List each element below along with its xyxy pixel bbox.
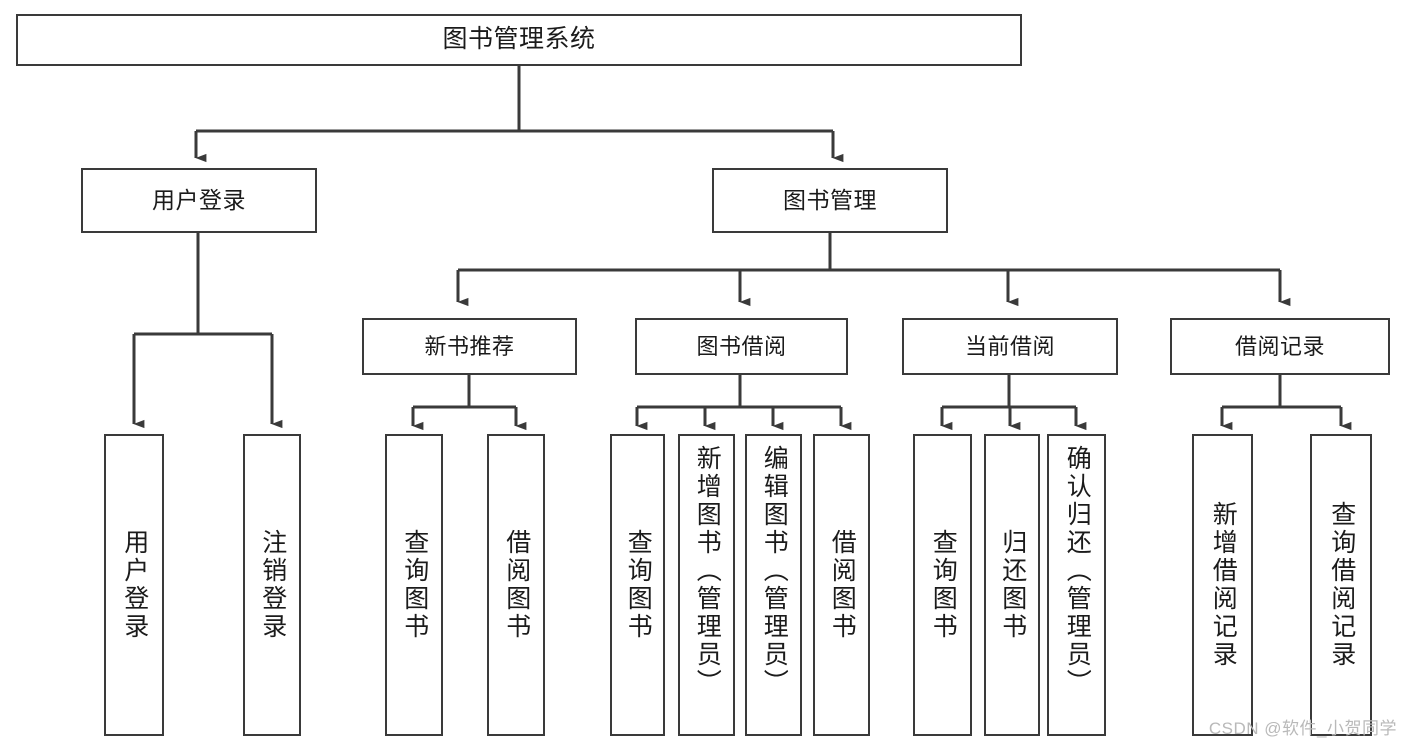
node-root-label: 图书管理系统: [442, 25, 596, 54]
node-leaf-query-book-2-label: 查询图书: [624, 529, 653, 641]
node-leaf-user-logout-label: 注销登录: [258, 529, 287, 641]
node-leaf-query-book-3[interactable]: 查询图书: [913, 434, 972, 736]
node-leaf-query-book-1[interactable]: 查询图书: [385, 434, 443, 736]
node-book-manage-label: 图书管理: [783, 186, 877, 213]
node-leaf-borrow-book-2-label: 借阅图书: [828, 529, 857, 641]
node-borrow-record-label: 借阅记录: [1234, 333, 1325, 359]
node-leaf-borrow-book-1-label: 借阅图书: [502, 529, 531, 641]
node-leaf-add-book[interactable]: 新增图书（管理员）: [678, 434, 735, 736]
node-current-borrow-label: 当前借阅: [964, 333, 1055, 359]
node-leaf-edit-book-label: 编辑图书（管理员）: [760, 445, 789, 697]
node-leaf-return-book[interactable]: 归还图书: [984, 434, 1040, 736]
node-user-login[interactable]: 用户登录: [81, 168, 317, 233]
node-leaf-query-record[interactable]: 查询借阅记录: [1310, 434, 1372, 736]
node-leaf-user-login-label: 用户登录: [120, 529, 149, 641]
node-new-book-recommend-label: 新书推荐: [424, 333, 515, 359]
node-leaf-query-book-3-label: 查询图书: [929, 529, 958, 641]
csdn-watermark: CSDN @软件_小贺同学: [1208, 719, 1397, 738]
node-leaf-borrow-book-2[interactable]: 借阅图书: [813, 434, 870, 736]
node-leaf-query-book-2[interactable]: 查询图书: [610, 434, 665, 736]
node-leaf-confirm-return-label: 确认归还（管理员）: [1063, 445, 1092, 697]
node-leaf-add-record-label: 新增借阅记录: [1209, 501, 1238, 669]
node-current-borrow[interactable]: 当前借阅: [902, 318, 1118, 375]
node-book-manage[interactable]: 图书管理: [712, 168, 948, 233]
node-user-login-label: 用户登录: [152, 186, 246, 213]
node-root[interactable]: 图书管理系统: [16, 14, 1022, 66]
node-book-borrow[interactable]: 图书借阅: [635, 318, 848, 375]
node-borrow-record[interactable]: 借阅记录: [1170, 318, 1390, 375]
node-leaf-user-login[interactable]: 用户登录: [104, 434, 164, 736]
node-leaf-edit-book[interactable]: 编辑图书（管理员）: [745, 434, 802, 736]
node-leaf-return-book-label: 归还图书: [998, 529, 1027, 641]
node-leaf-user-logout[interactable]: 注销登录: [243, 434, 301, 736]
node-leaf-query-record-label: 查询借阅记录: [1327, 501, 1356, 669]
node-book-borrow-label: 图书借阅: [696, 333, 787, 359]
node-leaf-confirm-return[interactable]: 确认归还（管理员）: [1047, 434, 1106, 736]
node-leaf-borrow-book-1[interactable]: 借阅图书: [487, 434, 545, 736]
node-leaf-add-record[interactable]: 新增借阅记录: [1192, 434, 1253, 736]
node-leaf-query-book-1-label: 查询图书: [400, 529, 429, 641]
node-leaf-add-book-label: 新增图书（管理员）: [693, 445, 722, 697]
node-new-book-recommend[interactable]: 新书推荐: [362, 318, 577, 375]
